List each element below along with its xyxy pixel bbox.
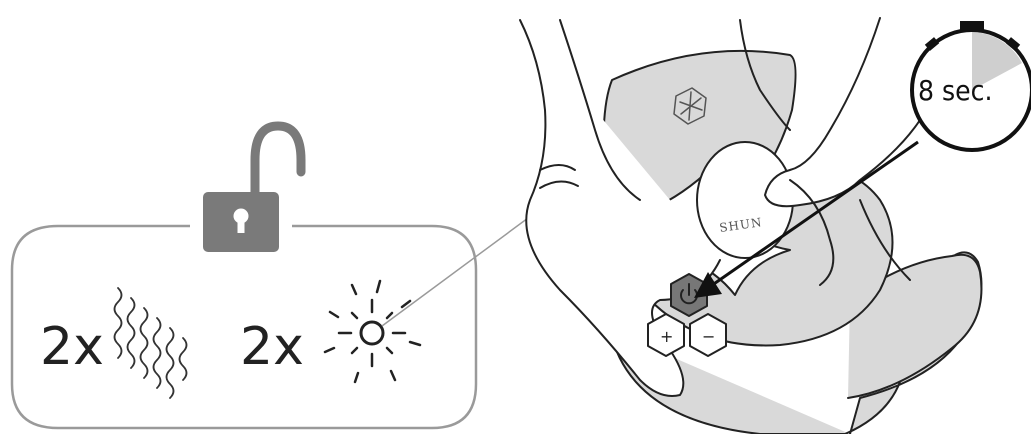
vibration-waves-icon bbox=[115, 288, 187, 398]
minus-symbol: − bbox=[702, 327, 715, 346]
vibration-count-label: 2x bbox=[40, 317, 104, 377]
unlocked-padlock-icon bbox=[203, 126, 301, 252]
stopwatch-icon: 8 sec. bbox=[912, 21, 1031, 150]
light-flash-icon bbox=[325, 281, 420, 382]
timer-label: 8 sec. bbox=[918, 74, 993, 107]
light-count-label: 2x bbox=[240, 317, 304, 377]
plus-symbol: + bbox=[660, 327, 673, 346]
